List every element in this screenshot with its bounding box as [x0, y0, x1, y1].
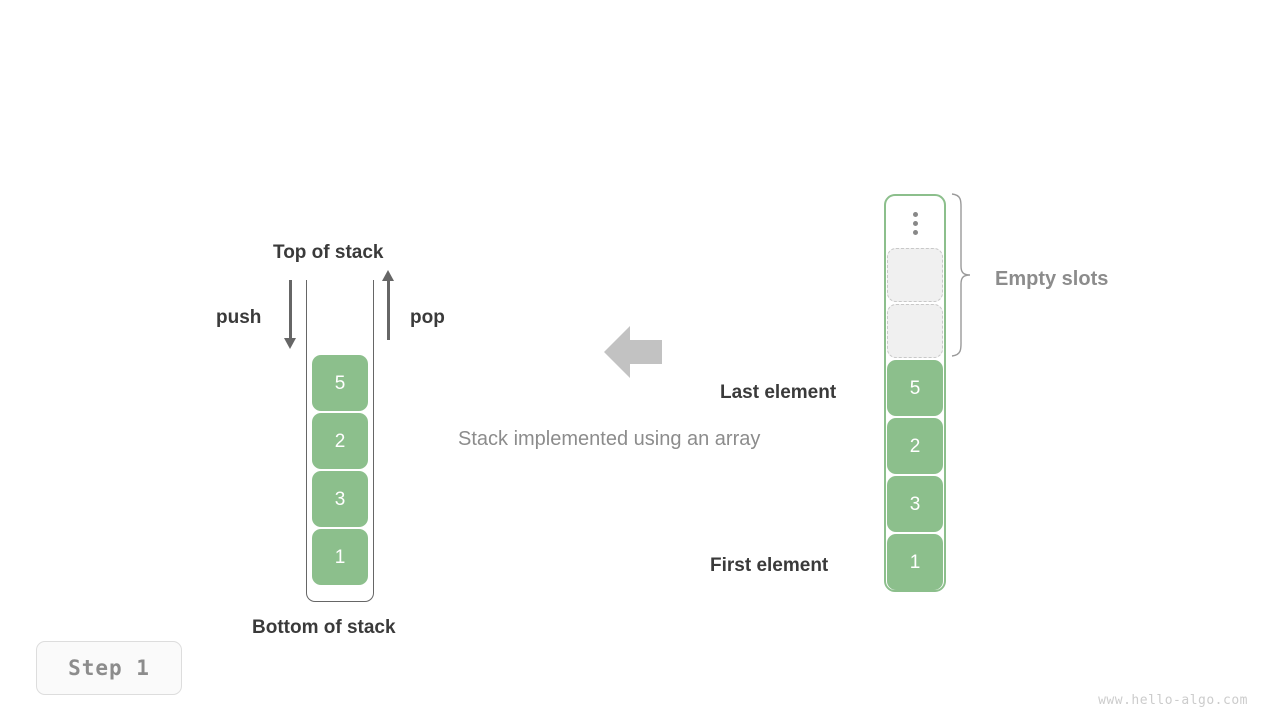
array-empty-slot	[887, 248, 943, 302]
vertical-ellipsis-icon	[887, 198, 943, 248]
pop-arrow-icon	[387, 278, 390, 340]
array-element: 2	[887, 418, 943, 474]
watermark: www.hello-algo.com	[1098, 693, 1248, 708]
array-slot-list: 5 2 3 1	[887, 198, 943, 590]
curly-brace-icon	[950, 192, 972, 363]
diagram-caption: Stack implemented using an array	[458, 428, 761, 450]
array-slots: 5 2 3 1	[887, 248, 943, 590]
array-diagram: 5 2 3 1 Empty slots Last element First e…	[700, 190, 1140, 610]
array-element: 1	[887, 534, 943, 590]
push-arrowhead-icon	[284, 338, 296, 349]
pop-label: pop	[410, 307, 445, 328]
arrow-left-icon	[604, 324, 662, 385]
stack-element: 5	[312, 355, 368, 411]
stack-diagram: Top of stack push pop 5 2 3 1 Bottom of …	[200, 230, 500, 650]
array-empty-slot	[887, 304, 943, 358]
first-element-label: First element	[710, 555, 829, 576]
push-label: push	[216, 307, 262, 328]
stack-element: 1	[312, 529, 368, 585]
stack-element: 2	[312, 413, 368, 469]
last-element-label: Last element	[720, 382, 837, 403]
step-badge: Step 1	[36, 641, 182, 695]
array-element: 5	[887, 360, 943, 416]
empty-slots-label: Empty slots	[995, 268, 1109, 290]
array-element: 3	[887, 476, 943, 532]
bottom-of-stack-label: Bottom of stack	[252, 617, 396, 638]
stack-container	[306, 280, 374, 602]
pop-arrowhead-icon	[382, 270, 394, 281]
push-arrow-icon	[289, 280, 292, 342]
stack-element: 3	[312, 471, 368, 527]
stack-element-list: 5 2 3 1	[312, 355, 368, 585]
top-of-stack-label: Top of stack	[273, 242, 384, 263]
